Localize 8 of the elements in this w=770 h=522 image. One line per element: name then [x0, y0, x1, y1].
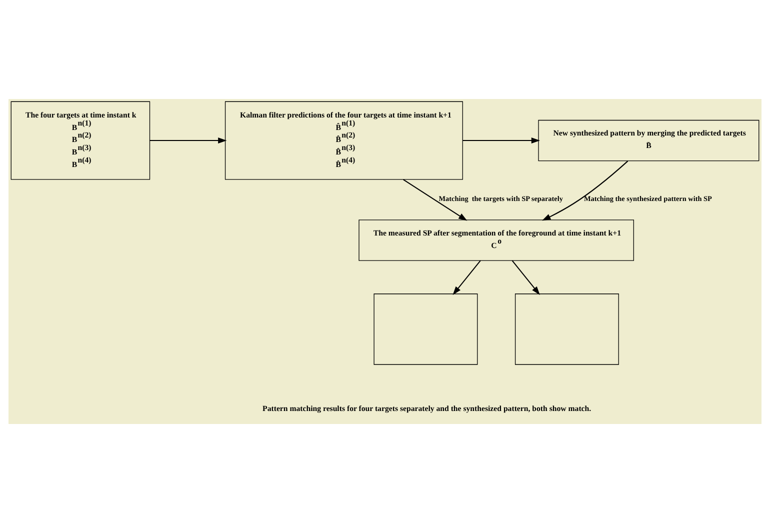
arrow	[512, 260, 540, 294]
arrow	[542, 160, 628, 220]
arrow	[403, 178, 468, 220]
node-box	[514, 293, 619, 364]
arrow	[462, 137, 540, 144]
arrow	[452, 260, 481, 294]
node-box	[374, 293, 478, 364]
arrow	[150, 137, 227, 144]
